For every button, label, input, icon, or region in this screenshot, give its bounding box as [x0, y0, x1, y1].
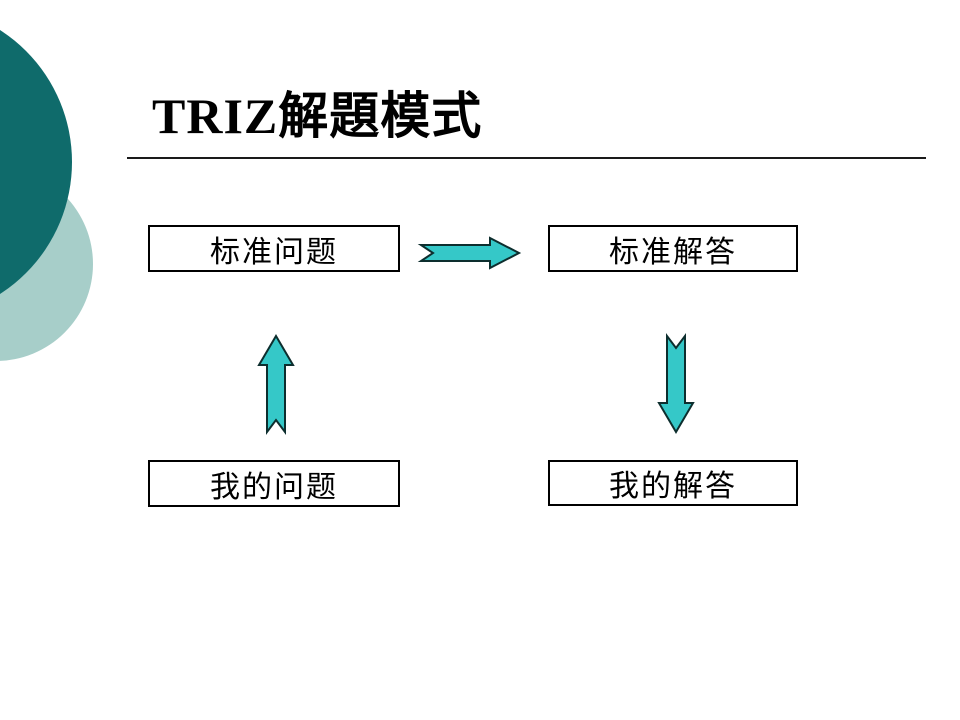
box-my-solution-label: 我的解答: [609, 470, 737, 503]
slide-title: TRIZ解題模式: [152, 88, 483, 144]
up-arrow-shape: [257, 334, 295, 435]
box-my-solution: 我的解答: [548, 460, 798, 506]
box-standard-problem-label: 标准问题: [210, 235, 338, 269]
right-arrow-icon: [417, 236, 522, 270]
box-my-problem-label: 我的问题: [210, 470, 338, 504]
title-divider: [127, 157, 926, 159]
down-arrow-icon: [657, 333, 695, 434]
right-arrow-shape: [417, 236, 522, 270]
box-my-problem: 我的问题: [148, 460, 400, 507]
box-standard-solution: 标准解答: [548, 225, 798, 272]
box-standard-solution-label: 标准解答: [609, 235, 737, 269]
box-standard-problem: 标准问题: [148, 225, 400, 272]
down-arrow-shape: [657, 333, 695, 434]
up-arrow-icon: [257, 334, 295, 435]
